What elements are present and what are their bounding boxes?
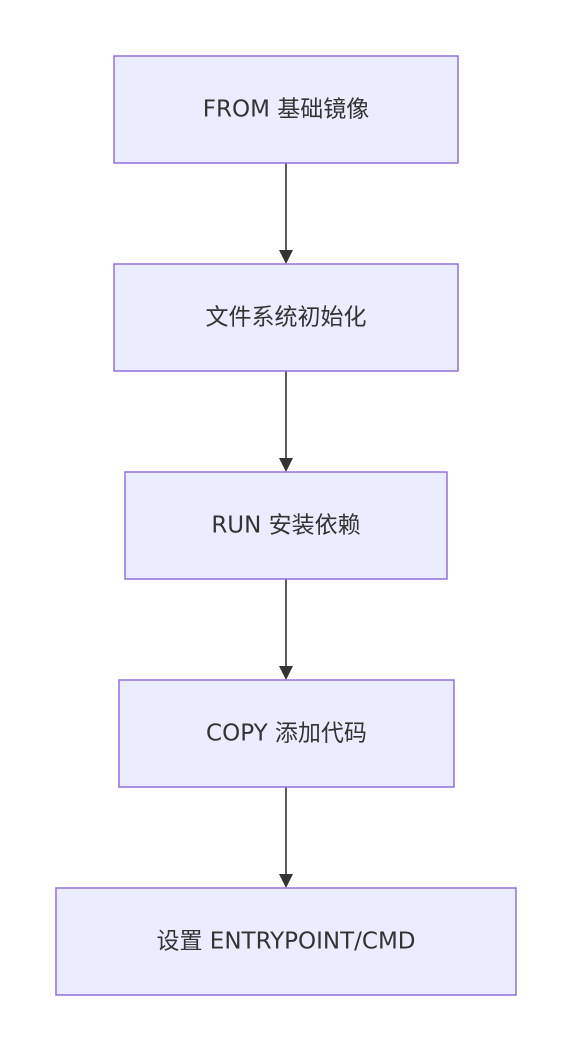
flow-node-box xyxy=(113,55,459,164)
arrowhead-icon xyxy=(279,250,293,264)
flow-node: RUN 安装依赖 xyxy=(124,471,448,580)
edges-layer xyxy=(279,163,293,888)
flow-node-label: 设置 ENTRYPOINT/CMD xyxy=(156,929,415,955)
flow-edge xyxy=(279,579,293,680)
flow-node: 文件系统初始化 xyxy=(113,263,459,372)
flow-node-label: 文件系统初始化 xyxy=(206,305,367,331)
flow-node: 设置 ENTRYPOINT/CMD xyxy=(55,887,517,996)
flow-node-label: COPY 添加代码 xyxy=(206,721,367,747)
flow-edge xyxy=(279,787,293,888)
arrowhead-icon xyxy=(279,458,293,472)
flow-node: FROM 基础镜像 xyxy=(113,55,459,164)
flow-node-box xyxy=(55,887,517,996)
arrowhead-icon xyxy=(279,874,293,888)
flow-node-box xyxy=(124,471,448,580)
flow-edge xyxy=(279,371,293,472)
arrowhead-icon xyxy=(279,666,293,680)
flow-node-box xyxy=(118,679,455,788)
flow-node-label: RUN 安装依赖 xyxy=(211,513,360,539)
flow-node-label: FROM 基础镜像 xyxy=(203,97,369,123)
flow-edge xyxy=(279,163,293,264)
flow-node-box xyxy=(113,263,459,372)
flow-node: COPY 添加代码 xyxy=(118,679,455,788)
